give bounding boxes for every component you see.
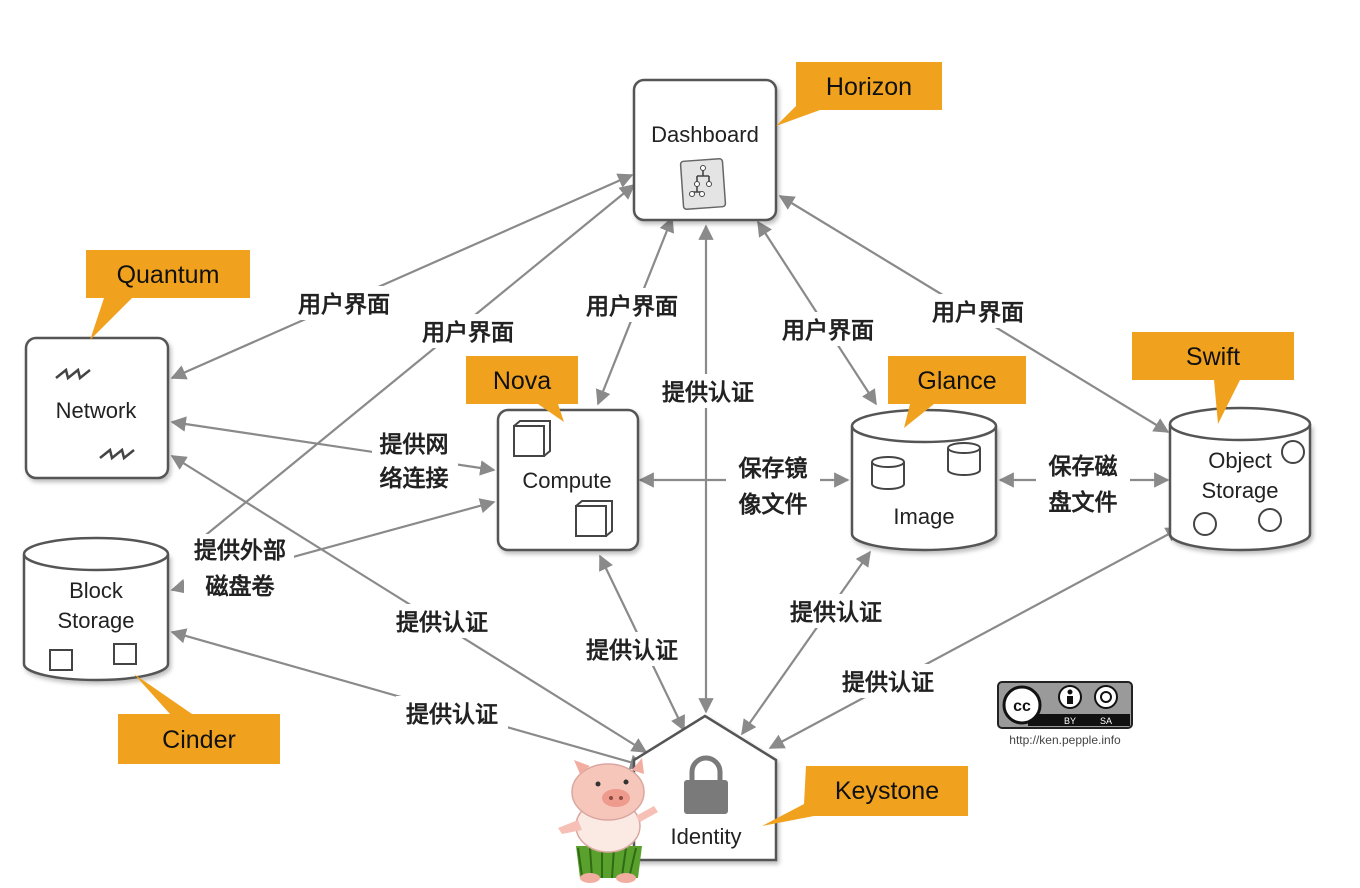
license-url: http://ken.pepple.info	[1009, 733, 1121, 747]
square-icon	[49, 649, 73, 671]
block-storage-label-1: Block	[69, 578, 124, 603]
label-ui-image: 用户界面	[782, 317, 874, 343]
server-icon	[513, 420, 551, 457]
label-ui-compute: 用户界面	[586, 293, 678, 319]
label-net-conn-1: 提供网	[380, 431, 449, 457]
tag-quantum-text: Quantum	[117, 261, 220, 289]
tag-glance-text: Glance	[917, 367, 996, 395]
disk-icon	[871, 456, 905, 490]
label-auth-image: 提供认证	[790, 599, 882, 625]
label-ui-object: 用户界面	[932, 299, 1024, 325]
label-ext-disk-2: 磁盘卷	[206, 573, 276, 599]
cc-text: cc	[1013, 698, 1031, 715]
network-label: Network	[56, 398, 138, 423]
sitemap-icon	[679, 158, 727, 210]
square-icon	[113, 643, 137, 665]
sa-text: SA	[1100, 716, 1112, 726]
label-ui-network: 用户界面	[298, 291, 390, 317]
tag-cinder-text: Cinder	[162, 726, 236, 754]
label-save-disk-1: 保存磁	[1048, 453, 1118, 479]
block-storage-label-2: Storage	[57, 608, 134, 633]
label-auth-block: 提供认证	[406, 701, 498, 727]
label-save-image-2: 像文件	[739, 491, 808, 517]
node-block-storage: Block Storage	[22, 536, 170, 682]
node-image: Image	[850, 408, 998, 552]
edge-object-identity	[768, 527, 1182, 749]
label-auth-compute: 提供认证	[586, 637, 678, 663]
pig-mascot-illustration	[558, 758, 658, 883]
object-storage-label-2: Storage	[1201, 478, 1278, 503]
tag-quantum: Quantum	[86, 250, 250, 340]
node-object-storage: Object Storage	[1168, 406, 1312, 552]
tag-swift-text: Swift	[1186, 343, 1240, 371]
identity-label: Identity	[671, 824, 742, 849]
tags: Horizon Quantum Nova Glance Swift Cinder	[86, 62, 1294, 826]
object-storage-label-1: Object	[1208, 448, 1272, 473]
tag-keystone: Keystone	[762, 766, 968, 826]
label-auth-object: 提供认证	[842, 669, 934, 695]
tag-glance: Glance	[888, 356, 1026, 428]
tag-nova-text: Nova	[493, 367, 551, 395]
lock-icon	[684, 755, 728, 814]
label-save-image-1: 保存镜	[738, 455, 808, 481]
by-text: BY	[1064, 716, 1076, 726]
lightning-icon	[99, 447, 135, 461]
edge-image-identity	[741, 550, 871, 736]
dashboard-label: Dashboard	[651, 122, 759, 147]
cc-icon	[1002, 685, 1042, 725]
label-save-disk-2: 盘文件	[1049, 489, 1118, 515]
circle-icon	[1193, 512, 1217, 536]
node-network: Network	[24, 336, 170, 480]
tag-cinder: Cinder	[118, 674, 280, 764]
compute-label: Compute	[522, 468, 611, 493]
arrows	[170, 173, 1182, 770]
cc-license-badge: cc BY SA http://ken.pepple.info	[997, 681, 1133, 747]
label-ui-block: 用户界面	[422, 319, 514, 345]
label-auth-network: 提供认证	[396, 609, 488, 635]
tag-keystone-text: Keystone	[835, 777, 939, 805]
tag-horizon: Horizon	[776, 62, 942, 126]
sa-icon	[1094, 685, 1118, 709]
edge-labels: 用户界面 用户界面 用户界面 提供认证 用户界面 用户界面 提供网 络连接 提供…	[184, 286, 1130, 730]
label-auth-dashboard: 提供认证	[662, 379, 754, 405]
circle-icon	[1281, 440, 1305, 464]
tag-swift: Swift	[1132, 332, 1294, 424]
circle-icon	[1258, 508, 1282, 532]
node-compute: Compute	[496, 408, 640, 552]
node-dashboard: Dashboard	[632, 78, 778, 222]
lightning-icon	[55, 367, 91, 381]
image-label: Image	[893, 504, 954, 529]
label-ext-disk-1: 提供外部	[194, 537, 286, 563]
node-identity: Identity	[632, 714, 778, 862]
tag-horizon-text: Horizon	[826, 73, 912, 101]
label-net-conn-2: 络连接	[380, 465, 449, 491]
disk-icon	[947, 442, 981, 476]
server-icon	[575, 500, 613, 537]
tag-nova: Nova	[466, 356, 578, 422]
